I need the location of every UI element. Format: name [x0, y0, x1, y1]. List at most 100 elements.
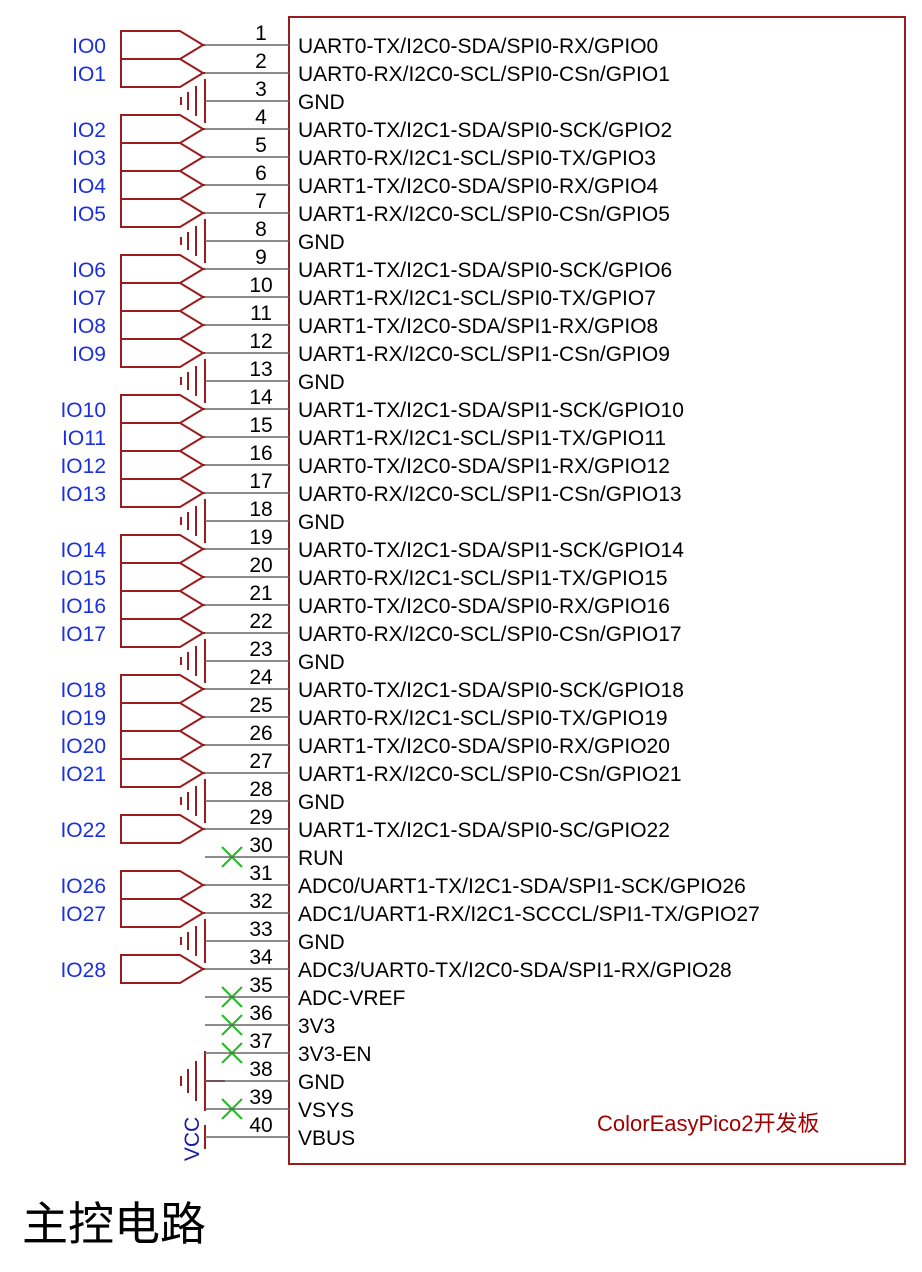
net-flag-io7 [120, 282, 204, 312]
pin-21-name: UART0-TX/I2C0-SDA/SPI0-RX/GPIO16 [298, 595, 670, 618]
pin-11-name: UART1-TX/I2C0-SDA/SPI1-RX/GPIO8 [298, 315, 658, 338]
pin-10-name: UART1-RX/I2C1-SCL/SPI0-TX/GPIO7 [298, 287, 656, 310]
net-label-io21: IO21 [60, 763, 106, 786]
pin-3-name: GND [298, 91, 345, 114]
net-label-io7: IO7 [72, 287, 106, 310]
net-label-io18: IO18 [60, 679, 106, 702]
net-flag-io26 [120, 870, 204, 900]
pin-31-number: 31 [249, 862, 272, 885]
pin-35-name: ADC-VREF [298, 987, 405, 1010]
pin-18-number: 18 [249, 498, 272, 521]
net-flag-io6 [120, 254, 204, 284]
net-label-io15: IO15 [60, 567, 106, 590]
net-label-io6: IO6 [72, 259, 106, 282]
pin-23-name: GND [298, 651, 345, 674]
pin-17-name: UART0-RX/I2C0-SCL/SPI1-CSn/GPIO13 [298, 483, 682, 506]
net-label-io3: IO3 [72, 147, 106, 170]
pin-14-name: UART1-TX/I2C1-SDA/SPI1-SCK/GPIO10 [298, 399, 684, 422]
net-flag-io27 [120, 898, 204, 928]
pin-7-name: UART1-RX/I2C0-SCL/SPI0-CSn/GPIO5 [298, 203, 670, 226]
pin-20-number: 20 [249, 554, 272, 577]
pin-38-number: 38 [249, 1058, 272, 1081]
pin-34-name: ADC3/UART0-TX/I2C0-SDA/SPI1-RX/GPIO28 [298, 959, 732, 982]
net-flag-io17 [120, 618, 204, 648]
net-label-io10: IO10 [60, 399, 106, 422]
pin-28-name: GND [298, 791, 345, 814]
pin-2-name: UART0-RX/I2C0-SCL/SPI0-CSn/GPIO1 [298, 63, 670, 86]
net-label-io20: IO20 [60, 735, 106, 758]
net-label-io0: IO0 [72, 35, 106, 58]
pin-27-number: 27 [249, 750, 272, 773]
net-flag-io1 [120, 58, 204, 88]
pin-14-number: 14 [249, 386, 273, 409]
pin-16-name: UART0-TX/I2C0-SDA/SPI1-RX/GPIO12 [298, 455, 670, 478]
net-label-io28: IO28 [60, 959, 106, 982]
net-label-io9: IO9 [72, 343, 106, 366]
pin-29-number: 29 [249, 806, 272, 829]
net-flag-io16 [120, 590, 204, 620]
net-label-io22: IO22 [60, 819, 106, 842]
pin-5-name: UART0-RX/I2C1-SCL/SPI0-TX/GPIO3 [298, 147, 656, 170]
net-flag-io28 [120, 954, 204, 984]
net-flag-io18 [120, 674, 204, 704]
pin-38-name: GND [298, 1071, 345, 1094]
net-label-io8: IO8 [72, 315, 106, 338]
net-flag-io12 [120, 450, 204, 480]
net-flag-io11 [120, 422, 204, 452]
net-flag-io0 [120, 30, 204, 60]
net-flag-io15 [120, 562, 204, 592]
pin-1-name: UART0-TX/I2C0-SDA/SPI0-RX/GPIO0 [298, 35, 658, 58]
pin-31-name: ADC0/UART1-TX/I2C1-SDA/SPI1-SCK/GPIO26 [298, 875, 746, 898]
pin-39-number: 39 [249, 1086, 272, 1109]
pin-34-number: 34 [249, 946, 273, 969]
pin-25-number: 25 [249, 694, 272, 717]
net-label-io5: IO5 [72, 203, 106, 226]
pin-4-number: 4 [255, 106, 267, 129]
pin-29-name: UART1-TX/I2C1-SDA/SPI0-SC/GPIO22 [298, 819, 670, 842]
pin-28-number: 28 [249, 778, 272, 801]
net-flag-io13 [120, 478, 204, 508]
net-flag-io10 [120, 394, 204, 424]
net-label-io12: IO12 [60, 455, 106, 478]
net-label-io26: IO26 [60, 875, 106, 898]
pin-10-number: 10 [249, 274, 272, 297]
net-flag-io22 [120, 814, 204, 844]
pin-5-number: 5 [255, 134, 267, 157]
pin-2-number: 2 [255, 50, 267, 73]
pin-8-number: 8 [255, 218, 267, 241]
net-flag-io5 [120, 198, 204, 228]
pin-1-number: 1 [255, 22, 267, 45]
pin-20-name: UART0-RX/I2C1-SCL/SPI1-TX/GPIO15 [298, 567, 668, 590]
pin-25-name: UART0-RX/I2C1-SCL/SPI0-TX/GPIO19 [298, 707, 668, 730]
pin-4-name: UART0-TX/I2C1-SDA/SPI0-SCK/GPIO2 [298, 119, 672, 142]
net-label-io11: IO11 [62, 427, 106, 450]
net-flag-io20 [120, 730, 204, 760]
pin-23-number: 23 [249, 638, 272, 661]
pin-27-name: UART1-RX/I2C0-SCL/SPI0-CSn/GPIO21 [298, 763, 682, 786]
pin-32-name: ADC1/UART1-RX/I2C1-SCCCL/SPI1-TX/GPIO27 [298, 903, 760, 926]
pin-6-name: UART1-TX/I2C0-SDA/SPI0-RX/GPIO4 [298, 175, 659, 198]
pin-39-name: VSYS [298, 1099, 354, 1122]
net-label-io16: IO16 [60, 595, 106, 618]
pin-19-number: 19 [249, 526, 272, 549]
pin-30-name: RUN [298, 847, 344, 870]
pin-24-name: UART0-TX/I2C1-SDA/SPI0-SCK/GPIO18 [298, 679, 684, 702]
pin-9-number: 9 [255, 246, 267, 269]
pin-22-number: 22 [249, 610, 272, 633]
net-label-io13: IO13 [60, 483, 106, 506]
pin-33-number: 33 [249, 918, 272, 941]
pin-26-number: 26 [249, 722, 272, 745]
pin-13-name: GND [298, 371, 345, 394]
section-title: 主控电路 [22, 1197, 206, 1251]
net-flag-io19 [120, 702, 204, 732]
pin-15-number: 15 [249, 414, 272, 437]
pin-30-number: 30 [249, 834, 272, 857]
pin-7-number: 7 [255, 190, 267, 213]
pin-24-number: 24 [249, 666, 273, 689]
pin-35-number: 35 [249, 974, 272, 997]
board-label: ColorEasyPico2开发板 [597, 1111, 820, 1136]
mcu-symbol-body [288, 16, 906, 1165]
pin-3-number: 3 [255, 78, 267, 101]
